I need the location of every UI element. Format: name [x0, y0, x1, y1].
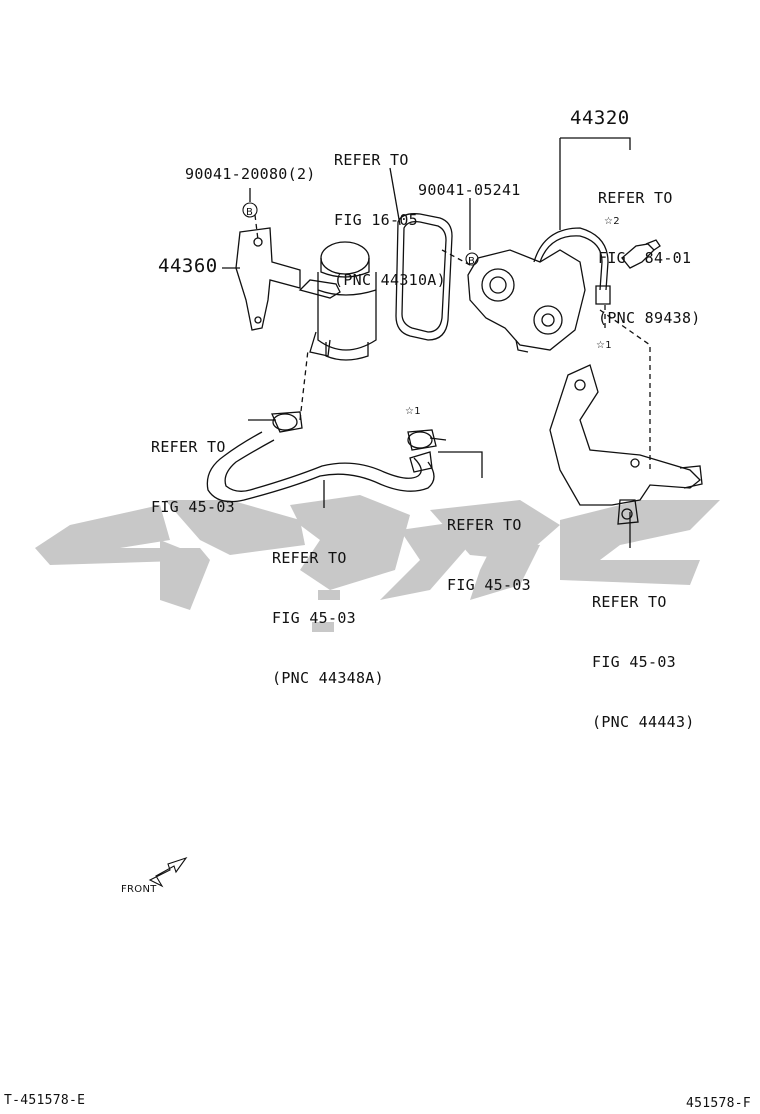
fig-line: FIG 16-05 [334, 211, 418, 229]
circle-b-text-1: B [246, 207, 254, 218]
refer-fig-45-03-hose-end-label: REFER TO FIG 45-03 [447, 475, 531, 635]
reservoir-body [317, 272, 377, 351]
refer-fig-45-03-clamp-label: REFER TO FIG 45-03 [151, 397, 235, 557]
hose-clamp-right [407, 429, 447, 451]
footer-right-code: 451578-F [686, 1096, 752, 1111]
power-steering-pump-44320 [467, 249, 586, 351]
pump-leader-line [559, 137, 631, 230]
pnc-line: (PNC 89438) [598, 309, 701, 327]
pnc-line: (PNC 44443) [592, 713, 695, 731]
front-arrow-icon [148, 856, 188, 888]
part-number-44360: 44360 [158, 255, 218, 277]
fig-line: FIG 45-03 [272, 609, 356, 627]
refer-line: REFER TO [151, 438, 226, 456]
star-1-pump-marker: ☆1 [596, 340, 612, 351]
fig-line: FIG 45-03 [151, 498, 235, 516]
watermark-logo [35, 495, 720, 632]
circle-b-marker-1 [242, 202, 258, 218]
refer-fig-84-01-label: REFER TO FIG 84-01 (PNC 89438) [598, 148, 701, 368]
fig-line: FIG 45-03 [447, 576, 531, 594]
pump-outlet-pipe [539, 235, 603, 291]
bracket-44443 [549, 364, 701, 506]
bracket-44360 [235, 227, 301, 331]
refer-line: REFER TO [592, 593, 667, 611]
refer-line: REFER TO [598, 189, 673, 207]
footer-left-code: T-451578-E [4, 1093, 86, 1108]
line-art [148, 137, 703, 888]
pnc-line: (PNC 44348A) [272, 669, 384, 687]
refer-fig-16-05-label: REFER TO FIG 16-05 (PNC 44310A) [334, 110, 446, 330]
star-2-marker: ☆2 [604, 216, 620, 227]
fig-line: FIG 84-01 [598, 249, 692, 267]
hose-clamp-left [271, 411, 303, 433]
hose-end-leader-line [438, 451, 483, 478]
refer-line: REFER TO [272, 549, 347, 567]
pnc-line: (PNC 44310A) [334, 271, 446, 289]
belt-leader-line [389, 167, 401, 226]
refer-fig-45-03-bracket-label: REFER TO FIG 45-03 (PNC 44443) [592, 552, 695, 772]
refer-line: REFER TO [334, 151, 409, 169]
return-hose [206, 431, 435, 503]
star-1-clamp-marker: ☆1 [405, 406, 421, 417]
circle-b-marker-2 [465, 252, 479, 266]
front-label: FRONT [121, 884, 157, 895]
circle-b-text-2: B [468, 256, 476, 267]
drive-belt [395, 213, 453, 341]
fig-line: FIG 45-03 [592, 653, 676, 671]
part-number-90041-20080: 90041-20080(2) [185, 165, 316, 183]
part-number-44320: 44320 [570, 107, 630, 129]
refer-line: REFER TO [447, 516, 522, 534]
part-number-90041-05241: 90041-05241 [418, 181, 521, 199]
refer-fig-45-03-hose-label: REFER TO FIG 45-03 (PNC 44348A) [272, 508, 384, 728]
